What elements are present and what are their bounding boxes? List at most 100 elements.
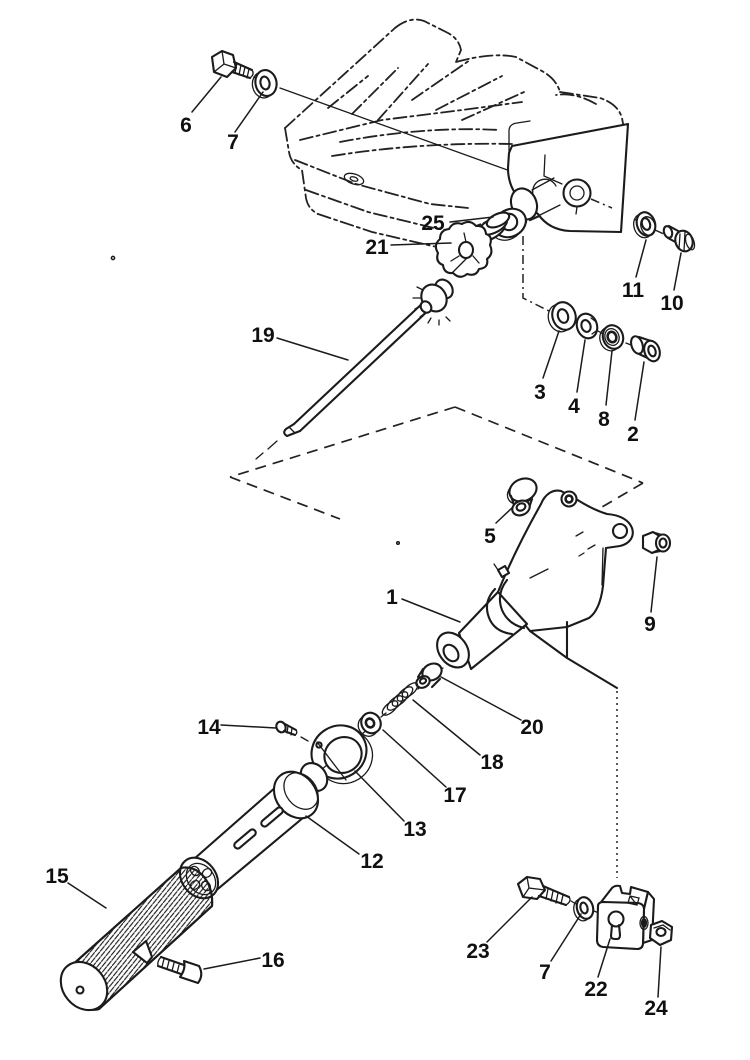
latch-detail (343, 172, 365, 186)
callout-4: 4 (568, 395, 580, 418)
leader-20 (440, 676, 522, 721)
callout-11: 11 (622, 279, 645, 302)
tab-hole (611, 522, 629, 540)
nut-9 (641, 530, 672, 555)
key (496, 564, 511, 579)
pivot-axis (522, 236, 550, 312)
handle-slot (233, 828, 257, 850)
leader-1 (401, 598, 461, 623)
handle-slot (260, 806, 284, 828)
bushing-5 (506, 477, 538, 517)
lower-tab (528, 620, 619, 690)
shaft-tip (283, 422, 302, 438)
screw-head (178, 959, 203, 985)
leader-4 (576, 339, 586, 393)
washer-7-upper (251, 69, 278, 99)
callout-2: 2 (627, 423, 639, 446)
bushing-20 (415, 662, 443, 689)
leader-18 (412, 699, 481, 756)
gear-teeth (434, 220, 493, 278)
callout-20: 20 (520, 716, 543, 739)
leader-7-lower (550, 913, 582, 962)
callout-7-lower: 7 (539, 961, 551, 984)
leader-6 (191, 76, 222, 113)
clamp-block-22 (595, 884, 659, 951)
grip-screw-notch (131, 939, 154, 965)
leader-2 (634, 361, 645, 421)
top-tab-hook (560, 490, 578, 508)
leader-17 (382, 729, 447, 788)
callout-22: 22 (584, 978, 607, 1001)
pinion-teeth (412, 286, 451, 326)
washer-8 (599, 324, 625, 352)
callout-21: 21 (365, 236, 389, 259)
leader-7-upper (234, 91, 264, 133)
callout-10: 10 (660, 292, 683, 315)
callout-18: 18 (480, 751, 504, 774)
tip-dashes (255, 440, 278, 460)
leader-11 (635, 239, 647, 278)
bolt-10 (662, 224, 696, 253)
callout-15: 15 (45, 865, 69, 888)
callout-labels: 6 7 25 21 11 10 19 3 4 8 2 5 1 9 20 18 1… (45, 114, 683, 1020)
print-speck (110, 255, 116, 261)
callout-17: 17 (443, 784, 466, 807)
callout-8: 8 (598, 408, 610, 431)
screw-14 (275, 720, 309, 742)
plate-phantom-marks (575, 531, 596, 557)
leader-lines (67, 76, 682, 998)
leader-24 (657, 946, 662, 998)
callout-5: 5 (484, 525, 496, 548)
steering-arm-1 (436, 489, 634, 690)
driveshaft-19 (255, 278, 454, 460)
callout-3: 3 (534, 381, 546, 404)
callout-23: 23 (466, 940, 489, 963)
tube-end (436, 631, 470, 669)
gear-21 (434, 211, 511, 278)
callout-24: 24 (644, 997, 668, 1020)
leader-13 (354, 770, 405, 822)
cowl-housing (284, 18, 627, 250)
leader-8 (605, 350, 613, 406)
leader-25 (449, 216, 494, 223)
leader-5 (495, 506, 514, 524)
bolt-23 (516, 875, 577, 907)
leader-3 (542, 330, 560, 379)
arm-plate (496, 489, 634, 633)
callout-12: 12 (360, 850, 383, 873)
leader-21 (390, 242, 452, 246)
bolt-6 (210, 49, 260, 81)
screw-16 (156, 955, 203, 985)
leader-9 (650, 556, 658, 613)
spring-18 (381, 682, 419, 716)
grip-end-cap (59, 960, 109, 1012)
keyhole (607, 910, 625, 928)
threads (234, 62, 250, 79)
callout-16: 16 (261, 949, 284, 972)
washer-17 (357, 711, 382, 737)
callout-1: 1 (386, 586, 398, 609)
washer-3 (547, 301, 577, 333)
leader-19 (276, 337, 349, 361)
callout-6: 6 (180, 114, 192, 137)
grip-15 (59, 866, 214, 1012)
leader-12 (305, 815, 360, 855)
bushing-4 (575, 312, 599, 340)
leader-22 (597, 938, 611, 978)
print-speck (395, 540, 401, 546)
nut-24 (648, 919, 674, 947)
callout-25: 25 (421, 212, 445, 235)
square-hole (627, 895, 640, 906)
callout-14: 14 (197, 716, 221, 739)
washer-7-lower (573, 896, 600, 922)
steering-bracket (506, 120, 630, 234)
leader-16 (203, 957, 261, 970)
leader-10 (673, 252, 682, 291)
pin-hole (315, 741, 323, 749)
leader-15 (67, 882, 107, 909)
leader-23 (486, 896, 533, 943)
callout-19: 19 (251, 324, 274, 347)
bushing-2 (630, 335, 661, 363)
